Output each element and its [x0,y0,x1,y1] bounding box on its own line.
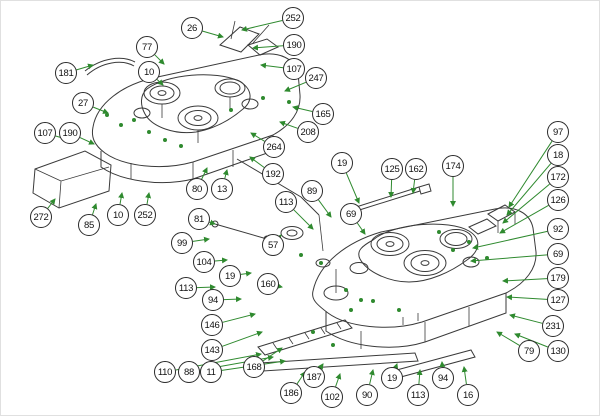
leader-line-172 [502,183,550,224]
leader-line-179 [502,277,548,284]
leader-line-19 [240,270,252,277]
leader-line-113 [293,209,314,230]
leader-line-90 [368,369,375,385]
leader-line-27 [93,106,109,114]
mid-linkage-drawing [211,158,349,301]
hardware-marker-dot [261,96,265,100]
upper-deck-drawing [32,20,301,209]
leader-line-190 [79,137,95,145]
hardware-marker-dot [287,100,291,104]
leader-line-97 [508,140,553,208]
leader-line-102 [335,373,342,387]
leader-line-192 [249,156,265,168]
leader-line-113 [196,284,216,291]
leader-line-130 [514,333,548,348]
hardware-marker-dot [397,308,401,312]
leader-line-168 [262,347,283,362]
leader-line-80 [201,167,208,180]
lower-belt [358,223,479,283]
leader-line-165 [292,105,313,112]
leader-line-13 [222,169,229,179]
leader-line-89 [318,199,332,218]
leader-line-113 [416,369,423,385]
leader-line-190 [252,44,284,51]
hardware-marker-dot [299,253,303,257]
hardware-marker-dot [344,288,348,292]
leader-line-10 [156,79,164,86]
hardware-marker-dot [359,298,363,302]
leader-line-247 [284,81,307,92]
leader-line-19 [345,172,360,204]
hardware-marker-dot [311,330,315,334]
leader-line-11 [221,358,286,371]
leader-line-252 [241,20,283,32]
discharge-chute [32,150,112,209]
leader-line-94 [223,296,242,303]
hardware-marker-dot [105,113,109,117]
hardware-marker-dot [371,299,375,303]
hardware-marker-dot [132,118,136,122]
leader-line-272 [47,198,56,209]
leader-line-10 [118,192,125,205]
leader-line-107 [260,62,284,69]
upper-brackets [219,20,279,56]
leader-line-125 [388,179,395,198]
leader-line-77 [154,54,165,65]
upper-belt [141,74,251,134]
hardware-marker-dot [331,343,335,347]
leader-line-107 [55,135,74,143]
leader-line-110 [175,351,262,371]
leader-line-181 [76,63,94,71]
hardware-marker-dot [179,144,183,148]
hardware-marker-dot [485,256,489,260]
hardware-marker-dot [437,230,441,234]
hardware-marker-dot [467,240,471,244]
hardware-marker-dot [349,308,353,312]
leader-line-160 [276,283,283,289]
hardware-marker-dot [163,138,167,142]
lower-deck-drawing [257,183,537,379]
leader-line-18 [506,163,552,216]
leader-line-146 [222,312,256,323]
leader-line-126 [499,204,549,234]
hardware-marker-dot [119,123,123,127]
hardware-marker-dot [147,130,151,134]
leader-line-79 [496,331,520,346]
leader-line-81 [209,219,216,226]
leader-line-162 [410,179,417,194]
lower-pulleys [349,229,480,276]
hardware-marker-dot [451,248,455,252]
leader-line-85 [91,203,98,215]
leader-line-252 [145,192,152,205]
leader-line-104 [214,257,228,264]
rear-brackets [468,204,516,235]
leader-line-19 [392,363,399,370]
leader-line-186 [296,371,306,385]
leader-line-143 [222,330,263,347]
leader-line-57 [275,234,282,241]
hardware-marker-dot [229,108,233,112]
leader-line-69 [356,222,366,235]
leader-line-69 [470,254,548,264]
leader-line-99 [192,236,210,243]
leader-line-208 [279,120,298,129]
leader-line-231 [509,313,543,324]
lower-deck-shell [312,207,537,328]
leader-line-16 [461,366,468,385]
leader-line-127 [506,294,548,301]
leader-line-187 [317,363,324,370]
leader-line-92 [472,230,548,250]
leader-line-264 [250,132,265,142]
hardware-marker-dot [319,261,323,265]
leader-line-26 [202,30,224,39]
